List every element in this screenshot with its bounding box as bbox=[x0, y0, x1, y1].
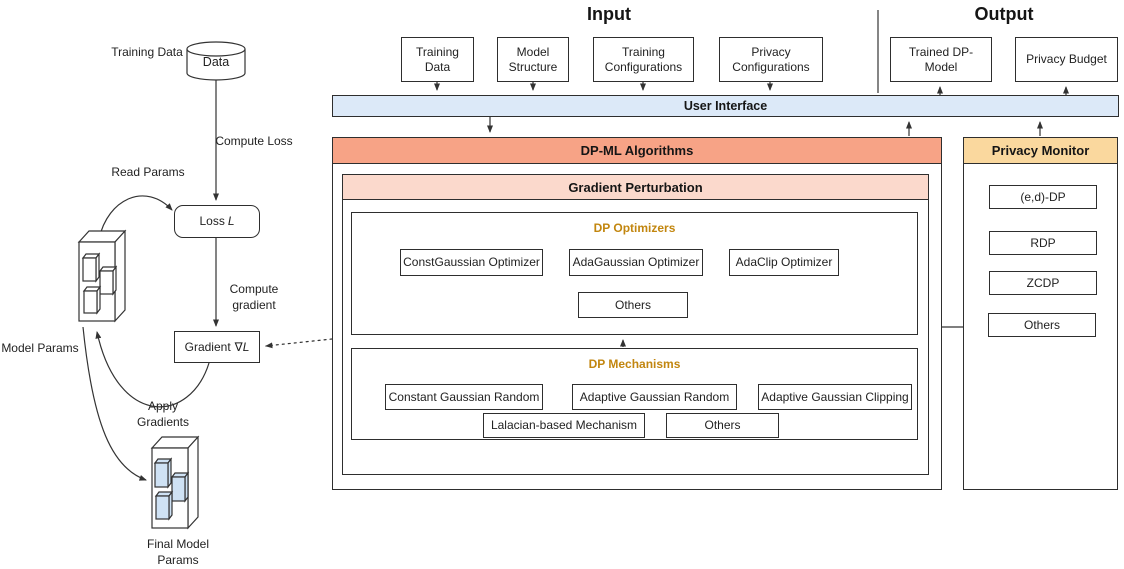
trained-dp-model-label: Trained DP-Model bbox=[908, 44, 974, 74]
param-block-blue-icon bbox=[154, 490, 174, 521]
privacy-monitor-header: Privacy Monitor bbox=[963, 137, 1118, 164]
final-model-params-icon bbox=[150, 435, 200, 530]
data-cylinder-label: Data bbox=[203, 55, 229, 69]
compute-gradient-label: Compute gradient bbox=[229, 282, 279, 313]
optimizer-others: Others bbox=[578, 292, 688, 318]
privacy-item-zcdp: ZCDP bbox=[989, 271, 1097, 295]
gradient-node: Gradient∇L bbox=[174, 331, 260, 363]
data-cylinder-icon bbox=[186, 41, 246, 81]
gradient-node-var: L bbox=[242, 339, 250, 354]
privacy-item-rdp: RDP bbox=[989, 231, 1097, 255]
read-params-arrow bbox=[98, 195, 173, 240]
input-box-privacy-configurations: Privacy Configurations bbox=[719, 37, 823, 82]
privacy-item-ed-dp: (e,d)-DP bbox=[989, 185, 1097, 209]
dp-optimizers-title: DP Optimizers bbox=[593, 221, 676, 235]
loss-node-prefix: Loss bbox=[199, 214, 225, 228]
input-box-model-structure: Model Structure bbox=[497, 37, 569, 82]
param-block-icon bbox=[98, 265, 118, 296]
dp-mechanisms-title: DP Mechanisms bbox=[588, 357, 681, 371]
input-section-title: Input bbox=[587, 4, 631, 24]
compute-loss-label: Compute Loss bbox=[215, 134, 293, 148]
final-model-params-label: Final Model Params bbox=[146, 537, 210, 568]
privacy-item-others: Others bbox=[988, 313, 1096, 337]
input-box-training-data: Training Data bbox=[401, 37, 474, 82]
apply-gradients-label: Apply Gradients bbox=[136, 399, 190, 430]
read-params-label: Read Params bbox=[111, 165, 185, 179]
mechanism-lalacian-based: Lalacian-based Mechanism bbox=[483, 413, 645, 438]
loss-node-var: L bbox=[227, 214, 235, 228]
mechanism-adaptive-gaussian-random: Adaptive Gaussian Random bbox=[572, 384, 737, 410]
gradient-node-prefix: Gradient bbox=[184, 339, 231, 354]
dpml-to-gradient-dotted-arrow bbox=[265, 338, 333, 349]
output-section-title: Output bbox=[974, 4, 1034, 24]
nabla-symbol: ∇ bbox=[234, 339, 243, 354]
model-params-label: Model Params bbox=[1, 341, 79, 355]
gradient-perturbation-header: Gradient Perturbation bbox=[342, 174, 929, 200]
param-block-icon bbox=[81, 252, 101, 283]
output-box-privacy-budget: Privacy Budget bbox=[1015, 37, 1118, 82]
training-data-label: Training Data bbox=[111, 45, 183, 59]
optimizer-adaclip: AdaClip Optimizer bbox=[729, 249, 839, 276]
mechanism-adaptive-gaussian-clipping: Adaptive Gaussian Clipping bbox=[758, 384, 912, 410]
param-block-blue-icon bbox=[170, 471, 190, 503]
param-block-icon bbox=[82, 285, 102, 315]
mechanism-others: Others bbox=[666, 413, 779, 438]
mechanism-constant-gaussian-random: Constant Gaussian Random bbox=[385, 384, 543, 410]
dpml-algorithms-header: DP-ML Algorithms bbox=[332, 137, 942, 164]
model-params-icon bbox=[77, 229, 127, 323]
optimizer-adagaussian: AdaGaussian Optimizer bbox=[569, 249, 703, 276]
output-box-trained-dp-model: Trained DP-Model bbox=[890, 37, 992, 82]
optimizer-constgaussian: ConstGaussian Optimizer bbox=[400, 249, 543, 276]
param-block-blue-icon bbox=[153, 457, 173, 489]
user-interface-bar: User Interface bbox=[332, 95, 1119, 117]
input-box-training-configurations: Training Configurations bbox=[593, 37, 694, 82]
